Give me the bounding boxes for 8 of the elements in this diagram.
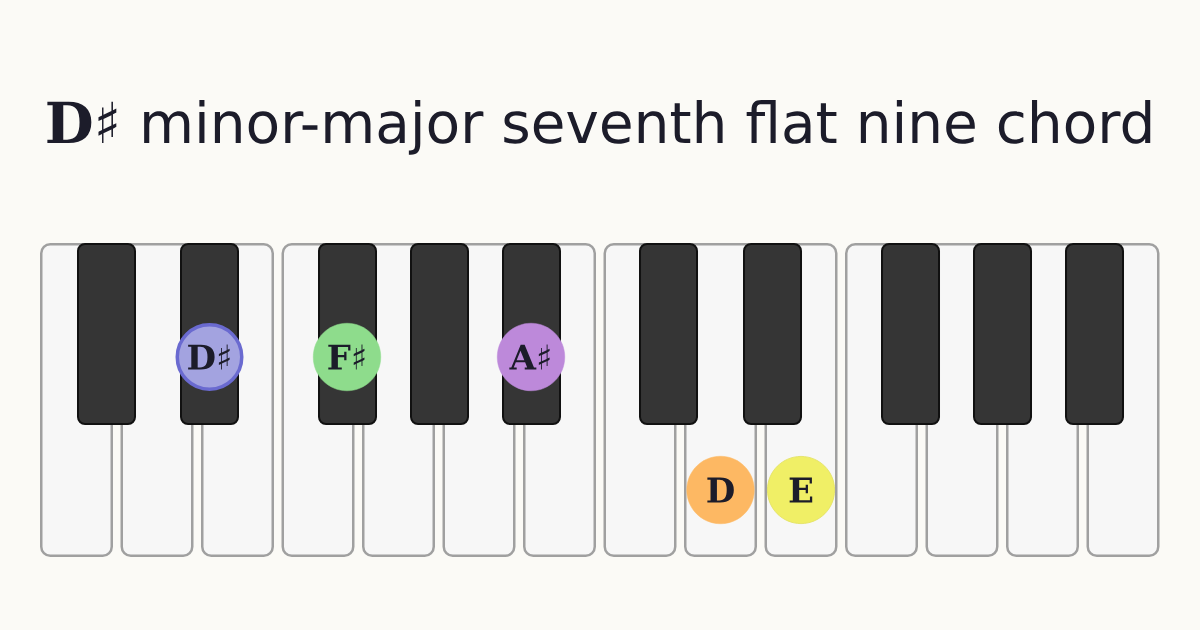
piano-key	[77, 243, 136, 425]
piano-key	[410, 243, 469, 425]
title: D♯ minor-major seventh flat nine chord	[47, 100, 1151, 155]
piano-key	[639, 243, 698, 425]
piano-key	[1065, 243, 1124, 425]
piano-key	[743, 243, 802, 425]
piano-key	[973, 243, 1032, 425]
piano-key	[881, 243, 940, 425]
